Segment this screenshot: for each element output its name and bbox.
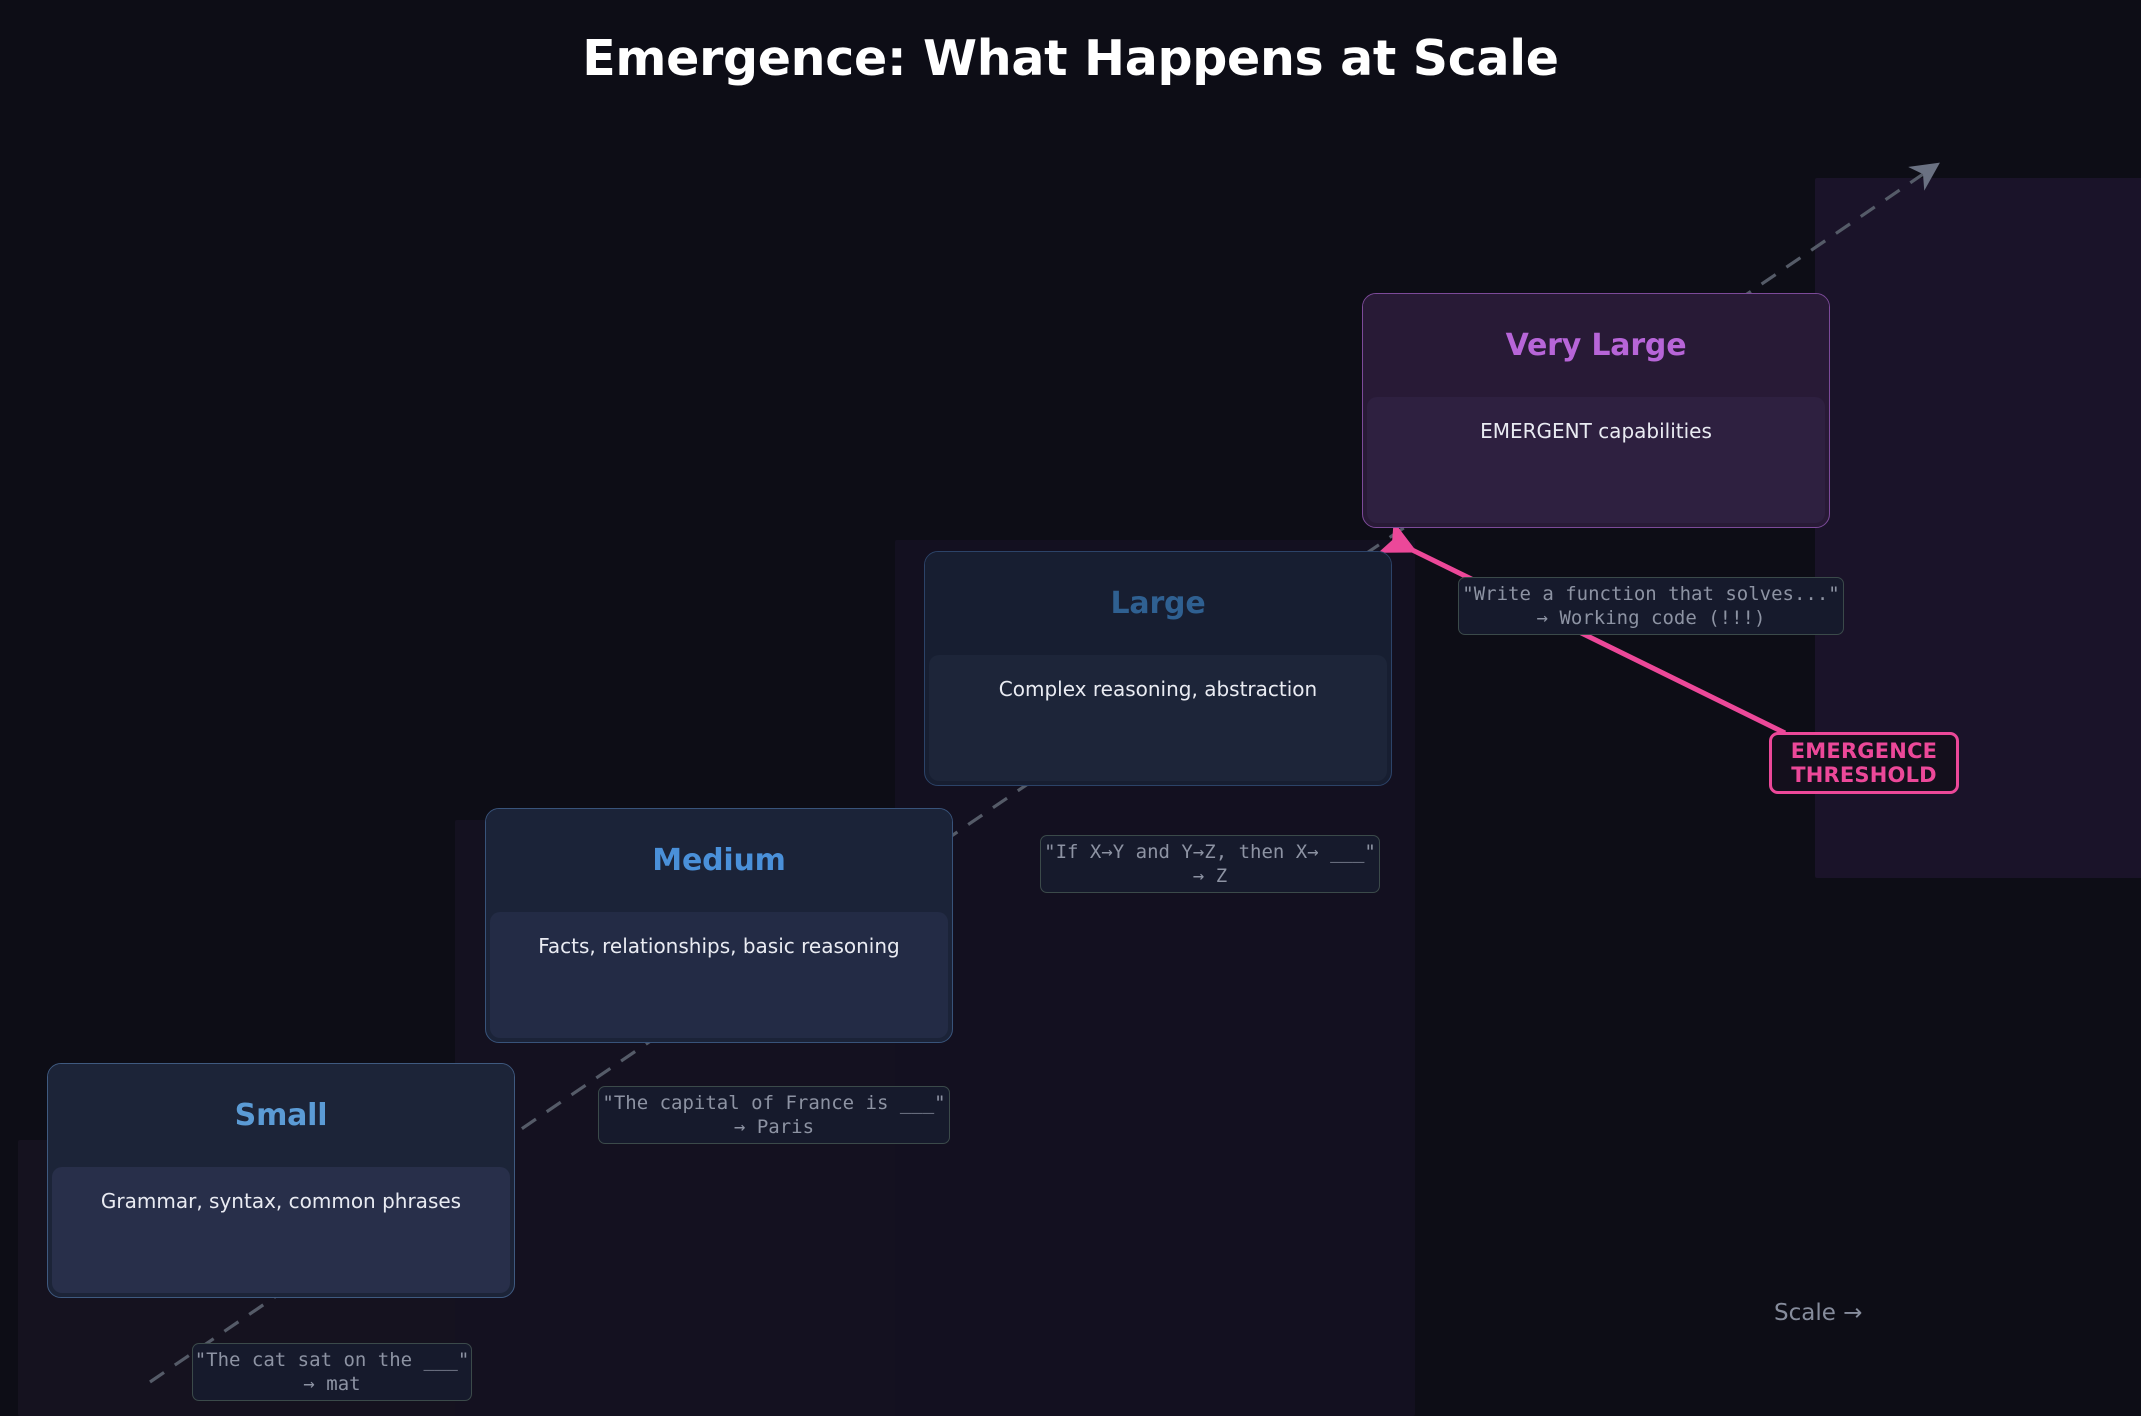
tier-head-large: Large (925, 552, 1391, 655)
example-prompt-large: "If X→Y and Y→Z, then X→ ___" (1044, 840, 1376, 863)
example-prompt-very-large: "Write a function that solves..." (1462, 582, 1840, 605)
example-prompt-medium: "The capital of France is ___" (602, 1091, 946, 1114)
example-output-large: → Z (1192, 865, 1228, 887)
threshold-label-line2: THRESHOLD (1791, 763, 1937, 787)
tier-head-small: Small (48, 1064, 514, 1167)
tier-card-large[interactable]: Large Complex reasoning, abstraction (924, 551, 1392, 786)
page-title: Emergence: What Happens at Scale (582, 30, 1559, 87)
tier-card-small[interactable]: Small Grammar, syntax, common phrases (47, 1063, 515, 1298)
tier-description-very-large: EMERGENT capabilities (1480, 418, 1712, 443)
tier-body-very-large: EMERGENT capabilities (1367, 396, 1825, 523)
example-output-medium: → Paris (733, 1116, 815, 1138)
tier-card-medium[interactable]: Medium Facts, relationships, basic reaso… (485, 808, 953, 1043)
example-output-small: → mat (303, 1373, 361, 1395)
example-box-very-large: "Write a function that solves..." → Work… (1458, 577, 1844, 635)
tier-title-small: Small (234, 1097, 328, 1133)
tier-body-small: Grammar, syntax, common phrases (52, 1166, 510, 1293)
tier-title-large: Large (1110, 585, 1206, 621)
tier-head-medium: Medium (486, 809, 952, 912)
tier-head-very-large: Very Large (1363, 294, 1829, 397)
tier-title-medium: Medium (652, 842, 786, 878)
tier-body-medium: Facts, relationships, basic reasoning (490, 911, 948, 1038)
tier-card-very-large[interactable]: Very Large EMERGENT capabilities (1362, 293, 1830, 528)
example-prompt-small: "The cat sat on the ___" (194, 1348, 470, 1371)
scale-axis-label: Scale → (1774, 1300, 1863, 1326)
example-box-medium: "The capital of France is ___" → Paris (598, 1086, 950, 1144)
tier-body-large: Complex reasoning, abstraction (929, 654, 1387, 781)
emergence-pointer-line (1378, 521, 1787, 736)
example-box-large: "If X→Y and Y→Z, then X→ ___" → Z (1040, 835, 1380, 893)
tier-title-very-large: Very Large (1505, 327, 1687, 363)
tier-description-small: Grammar, syntax, common phrases (100, 1188, 462, 1213)
emergence-threshold-callout: EMERGENCE THRESHOLD (1769, 732, 1959, 794)
tier-description-large: Complex reasoning, abstraction (998, 676, 1318, 701)
threshold-label-line1: EMERGENCE (1790, 738, 1938, 763)
tier-description-medium: Facts, relationships, basic reasoning (538, 933, 900, 958)
example-box-small: "The cat sat on the ___" → mat (192, 1343, 472, 1401)
example-output-very-large: → Working code (!!!) (1536, 607, 1766, 629)
